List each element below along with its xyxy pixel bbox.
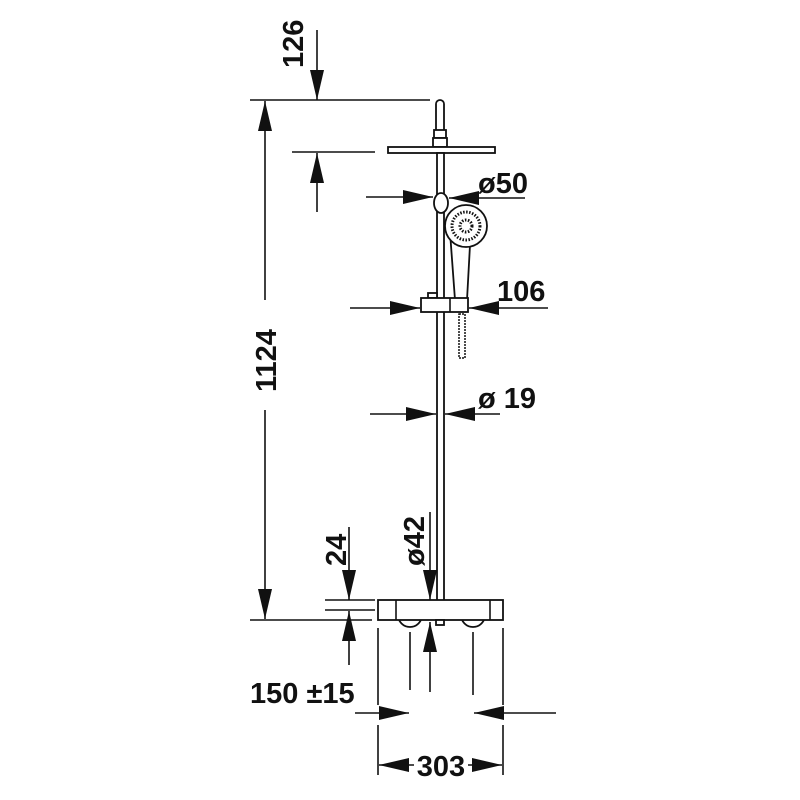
dimension-126: 126 [250, 20, 430, 212]
dimension-1124: 1124 [250, 101, 372, 621]
dim-label-126: 126 [278, 20, 310, 68]
dimension-head-diameter: ø50 [366, 168, 528, 205]
shower-rail-assembly [377, 99, 504, 628]
dimension-thermostat-diameter: ø42 [399, 512, 437, 692]
head-collar-lower [432, 137, 448, 148]
dimension-106: 106 [350, 276, 548, 315]
dim-label-o19: ø 19 [478, 383, 536, 415]
hand-shower-spray-center [458, 218, 474, 234]
dim-label-150: 150 ±15 [250, 678, 355, 710]
dimension-24: 24 [321, 527, 375, 665]
rail-pipe [436, 152, 445, 602]
dim-label-1124: 1124 [251, 329, 283, 392]
hose [458, 313, 466, 359]
dim-label-106: 106 [497, 276, 545, 308]
slider [420, 297, 469, 313]
dim-label-303: 303 [417, 751, 465, 783]
dim-label-24: 24 [321, 534, 353, 566]
shower-holder-knob [433, 192, 449, 214]
dimension-303: 303 [377, 628, 504, 783]
head-collar [433, 129, 447, 139]
dimension-rail-diameter: ø 19 [370, 383, 536, 421]
dimension-150: 150 ±15 [250, 632, 556, 720]
dim-label-o50: ø50 [478, 168, 528, 200]
hand-shower-spray-face [450, 210, 482, 242]
dim-label-o42: ø42 [399, 516, 431, 566]
thermostat-outlet [435, 619, 445, 626]
